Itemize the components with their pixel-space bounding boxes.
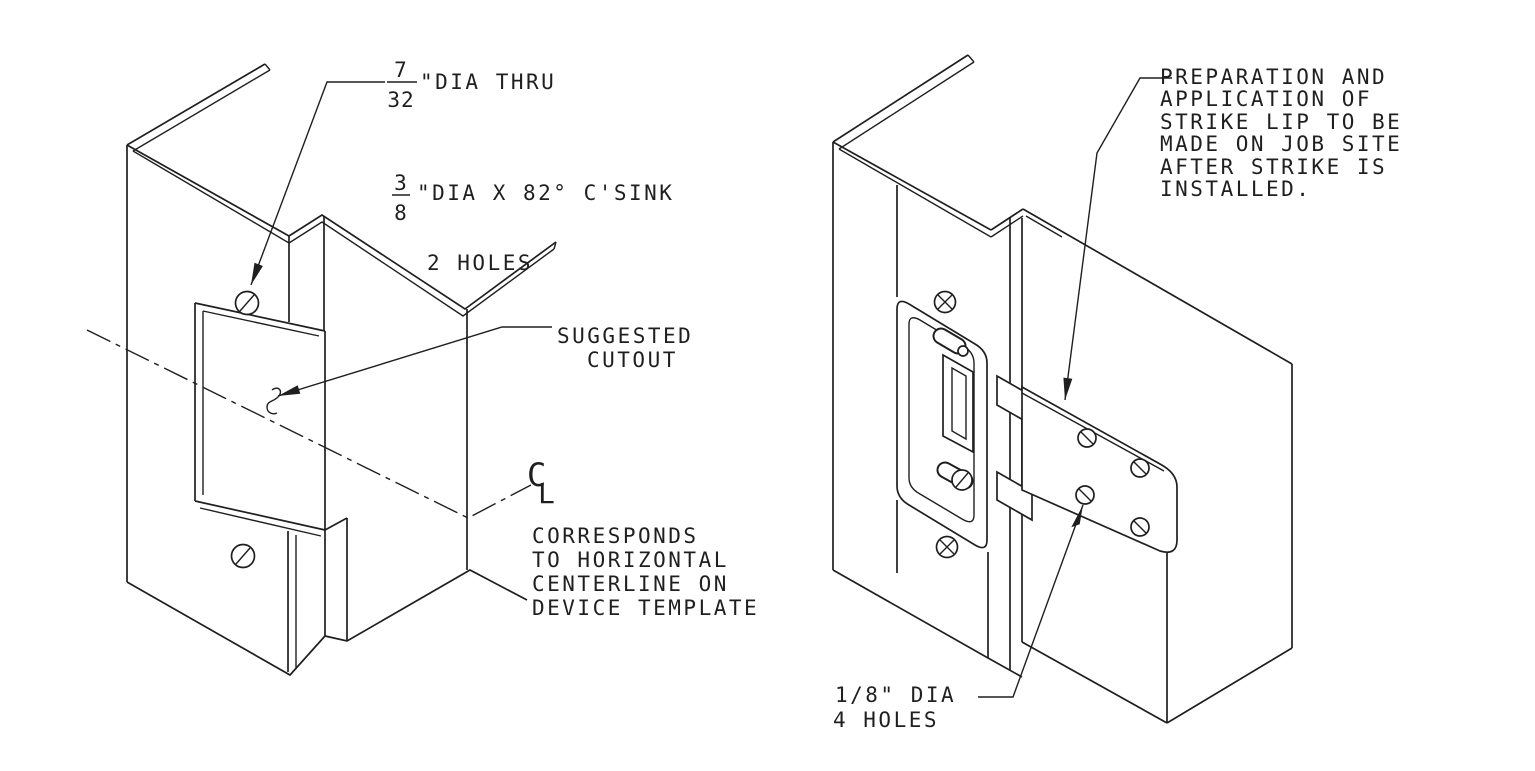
csink-note-text: "DIA X 82° C'SINK <box>417 181 674 205</box>
strike-lip-note: PREPARATION AND APPLICATION OF STRIKE LI… <box>1160 65 1402 201</box>
arrowhead-strike-lip <box>1063 377 1073 400</box>
strike-lip-plate <box>1021 385 1178 554</box>
strike-lip-note-line6: INSTALLED. <box>1160 177 1311 201</box>
lip-plate-hole-4 <box>1130 517 1150 537</box>
phillips-screw-top <box>933 290 957 314</box>
keeper-window-outer <box>942 353 974 454</box>
cutout-callout-line1: SUGGESTED <box>557 324 693 348</box>
centerline-note-line2: TO HORIZONTAL <box>532 548 729 572</box>
strike-tab-bottom <box>996 470 1033 522</box>
csink-note-numerator: 3 <box>394 171 408 195</box>
frame-and-door-outline <box>832 54 1293 724</box>
strike-lip-note-line1: PREPARATION AND <box>1160 65 1387 89</box>
arrowhead-lip-holes <box>1071 505 1083 528</box>
centerline-symbol-c: C <box>527 456 546 494</box>
lip-holes-note-line2: 4 HOLES <box>833 708 939 732</box>
lip-holes-note: 1/8" DIA 4 HOLES <box>833 683 956 732</box>
right-frame-view: PREPARATION AND APPLICATION OF STRIKE LI… <box>832 54 1402 732</box>
mounting-hole-top <box>234 290 260 316</box>
centerline-symbol-l: L <box>538 477 555 510</box>
strike-lip-note-line3: STRIKE LIP TO BE <box>1160 110 1402 134</box>
leader-strike-lip-note <box>1063 77 1172 401</box>
centerline-note: CORRESPONDS TO HORIZONTAL CENTERLINE ON … <box>532 524 759 620</box>
keeper-pill-bottom <box>936 461 974 491</box>
centerline-symbol: C L <box>527 456 555 510</box>
thru-note-denominator: 32 <box>387 88 414 112</box>
csink-note-denominator: 8 <box>394 201 408 225</box>
centerline-note-line3: CENTERLINE ON <box>532 572 729 596</box>
lip-plate-hole-3 <box>1075 485 1095 505</box>
centerline-note-line4: DEVICE TEMPLATE <box>532 596 759 620</box>
lip-plate-hole-1 <box>1077 428 1097 448</box>
strike-lip-note-line5: AFTER STRIKE IS <box>1160 155 1387 179</box>
keeper-screw-top <box>957 345 969 357</box>
phillips-screw-bottom <box>935 535 959 559</box>
leader-lip-holes <box>978 504 1084 698</box>
keeper-pill-top <box>932 327 969 357</box>
mounting-hole-bottom <box>230 543 256 569</box>
keeper-window-inner <box>951 366 967 441</box>
arrowhead-suggested-cutout <box>278 385 301 396</box>
left-frame-view: 7 32 "DIA THRU 3 8 "DIA X 82° C'SINK 2 H… <box>86 58 759 677</box>
leader-thru-hole <box>250 81 385 286</box>
suggested-cutout-opening <box>194 302 326 537</box>
thru-note-numerator: 7 <box>394 58 408 82</box>
cutout-callout-line2: CUTOUT <box>587 348 678 372</box>
centerline-note-line1: CORRESPONDS <box>532 524 699 548</box>
strike-lip-note-line2: APPLICATION OF <box>1160 87 1372 111</box>
holes-count-note: 2 HOLES <box>427 251 533 275</box>
arrowhead-thru-hole <box>251 262 263 285</box>
strike-lip-note-line4: MADE ON JOB SITE <box>1160 132 1402 156</box>
leader-suggested-cutout <box>266 326 552 415</box>
horizontal-centerline <box>86 329 532 519</box>
frame-outline <box>126 63 557 677</box>
thru-note-text: "DIA THRU <box>420 70 556 94</box>
cutout-center-squiggle <box>266 387 282 415</box>
strike-body <box>896 290 1033 559</box>
lip-plate-hole-2 <box>1130 458 1150 478</box>
lip-holes-note-line1: 1/8" DIA <box>835 683 956 707</box>
strike-rim-inner <box>908 317 975 523</box>
